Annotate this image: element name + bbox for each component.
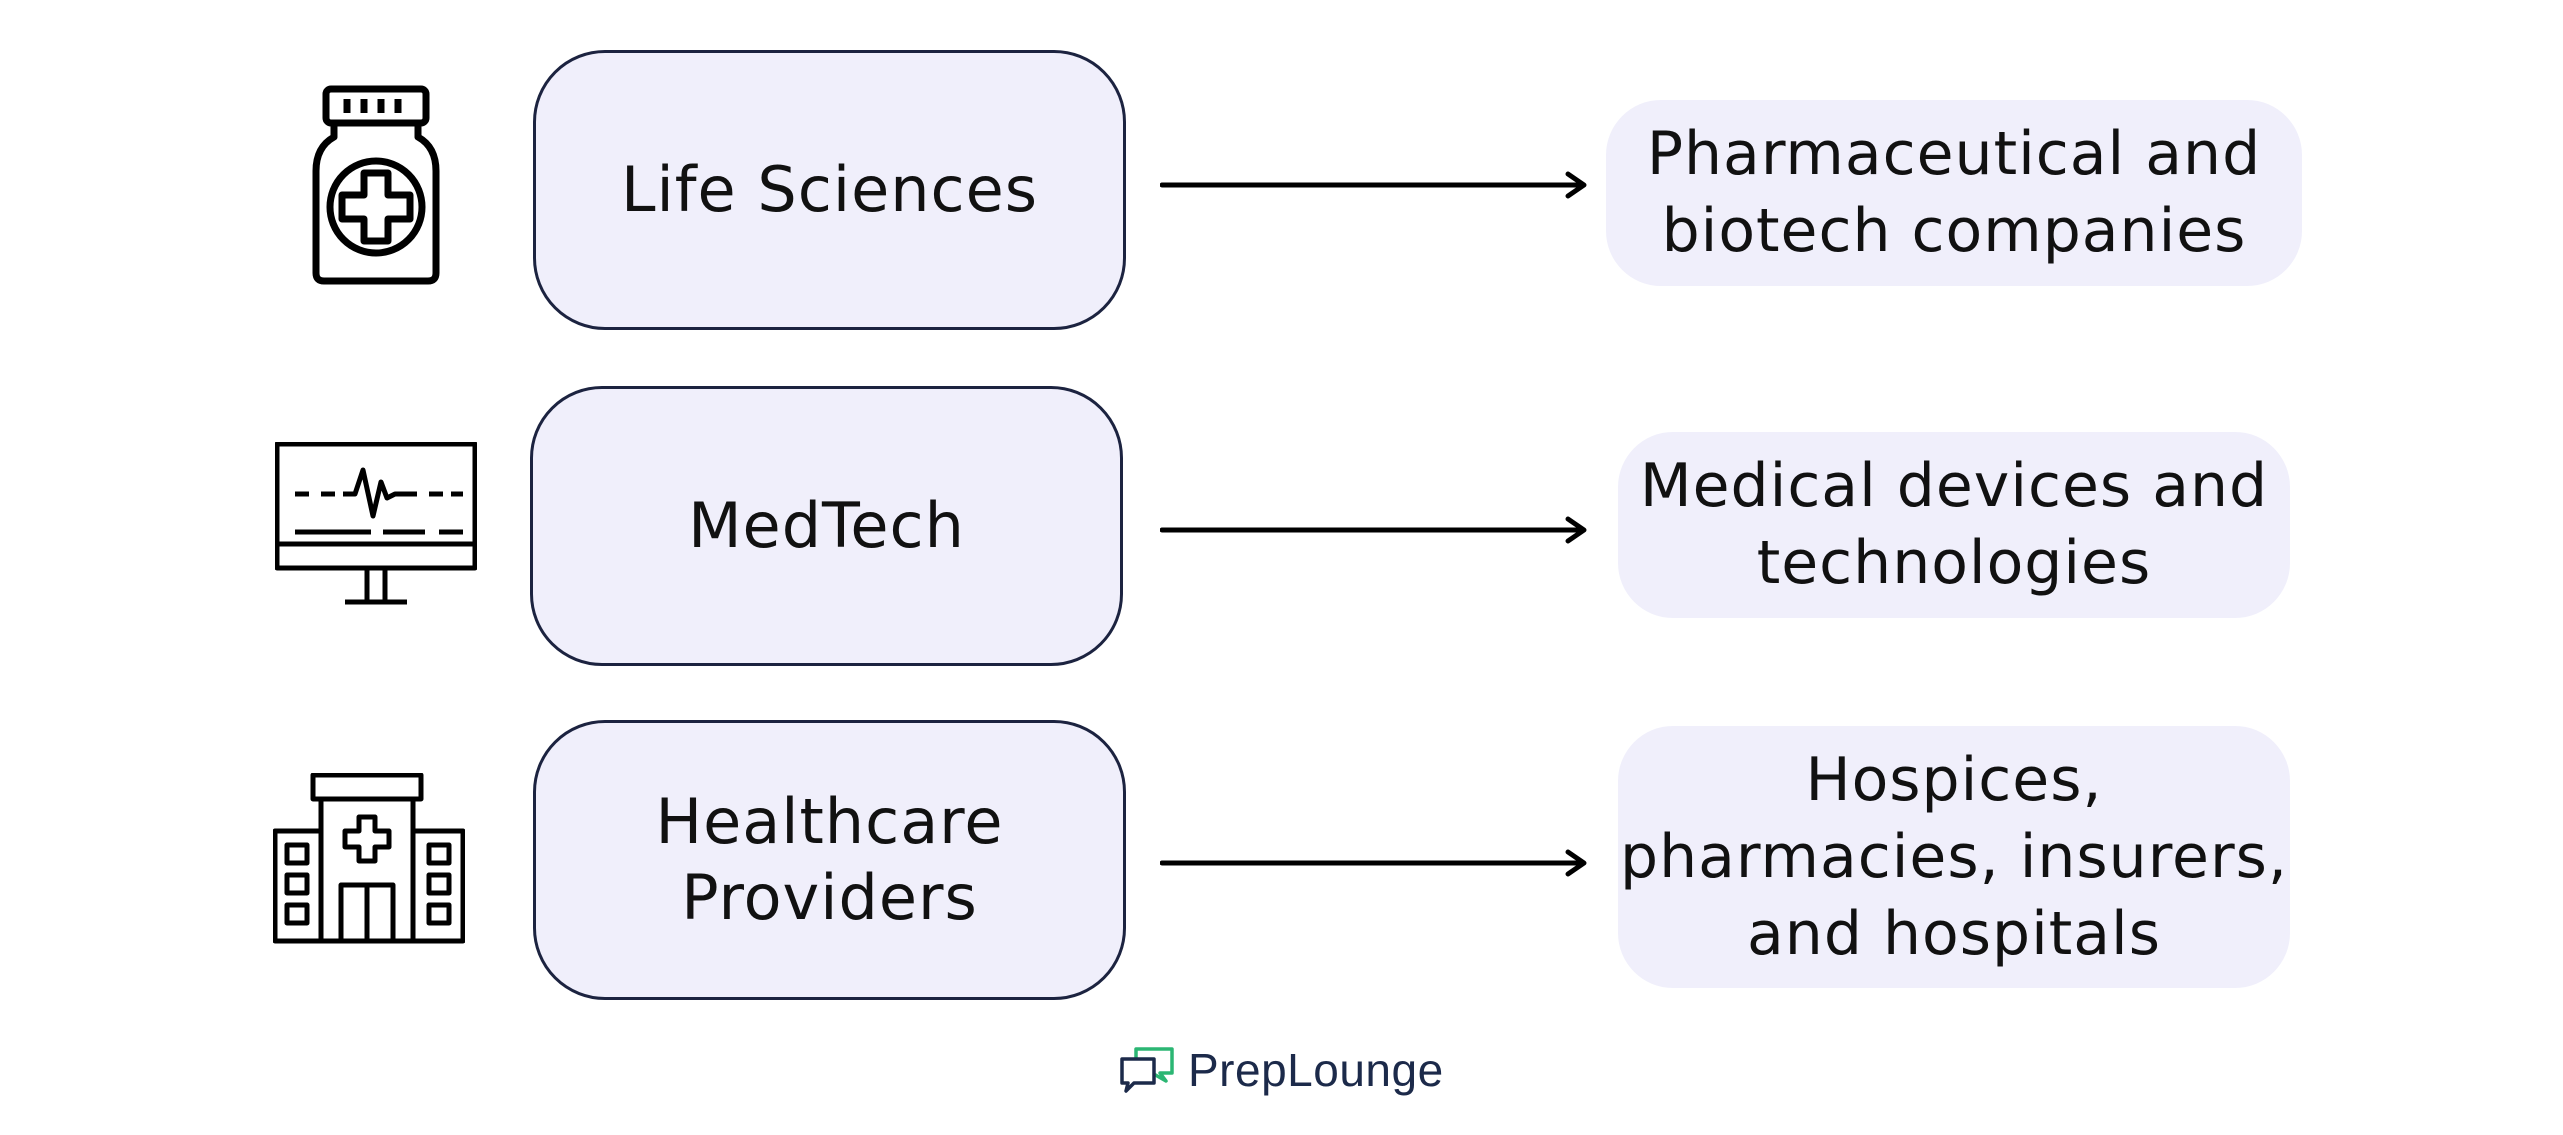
detail-label: Pharmaceutical and biotech companies (1646, 119, 2262, 266)
arrow-icon (1160, 848, 1590, 878)
sector-box-medtech: MedTech (530, 386, 1123, 666)
chat-bubbles-logo-icon (1118, 1045, 1176, 1095)
medicine-bottle-icon (312, 85, 442, 285)
detail-box-hospices: Hospices, pharmacies, insurers, and hosp… (1618, 726, 2290, 988)
preplounge-logo: PrepLounge (1118, 1045, 1444, 1095)
sector-box-healthcare-providers: Healthcare Providers (533, 720, 1126, 1000)
arrow-icon (1160, 170, 1590, 200)
sector-label: Life Sciences (620, 153, 1039, 226)
sector-label: Healthcare Providers (655, 785, 1004, 934)
brand-name: PrepLounge (1188, 1044, 1444, 1096)
hospital-building-icon (273, 773, 465, 945)
heart-monitor-icon (275, 442, 477, 607)
detail-label: Medical devices and technologies (1639, 451, 2269, 598)
sector-label: MedTech (688, 489, 965, 562)
detail-box-medical-devices: Medical devices and technologies (1618, 432, 2290, 618)
arrow-icon (1160, 515, 1590, 545)
detail-label: Hospices, pharmacies, insurers, and hosp… (1620, 744, 2288, 969)
sector-box-life-sciences: Life Sciences (533, 50, 1126, 330)
detail-box-pharma: Pharmaceutical and biotech companies (1606, 100, 2302, 286)
